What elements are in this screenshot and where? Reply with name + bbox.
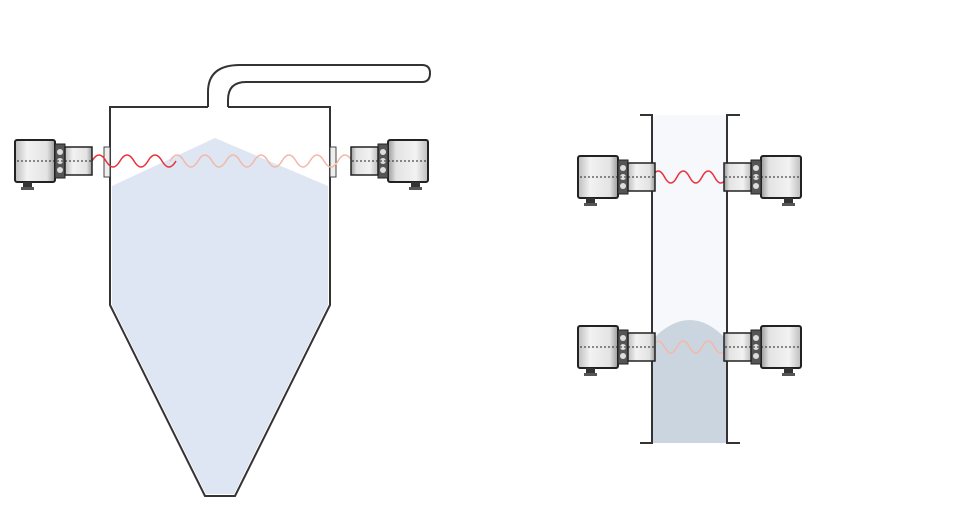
sensor-receiver-silo xyxy=(350,139,429,191)
silo xyxy=(14,64,432,497)
tube-wall-left xyxy=(640,114,653,444)
sensor-receiver-upper xyxy=(723,155,802,207)
silo-outline xyxy=(109,106,331,497)
sensor-transmitter-upper xyxy=(577,155,656,207)
signal-wave-lower xyxy=(651,340,728,354)
silo-bulk-material xyxy=(112,138,328,494)
sensor-transmitter-lower xyxy=(577,325,656,377)
signal-wave-strong xyxy=(91,154,177,168)
silo-window-right xyxy=(329,146,337,178)
chute-tube xyxy=(577,114,802,444)
tube-wall-right xyxy=(726,114,740,444)
silo-inlet-pipe xyxy=(207,64,432,107)
sensor-transmitter-silo xyxy=(14,139,93,191)
signal-wave-attenuated xyxy=(169,154,353,168)
signal-wave-upper xyxy=(651,170,728,184)
tube-material xyxy=(652,320,727,443)
sensor-receiver-lower xyxy=(723,325,802,377)
